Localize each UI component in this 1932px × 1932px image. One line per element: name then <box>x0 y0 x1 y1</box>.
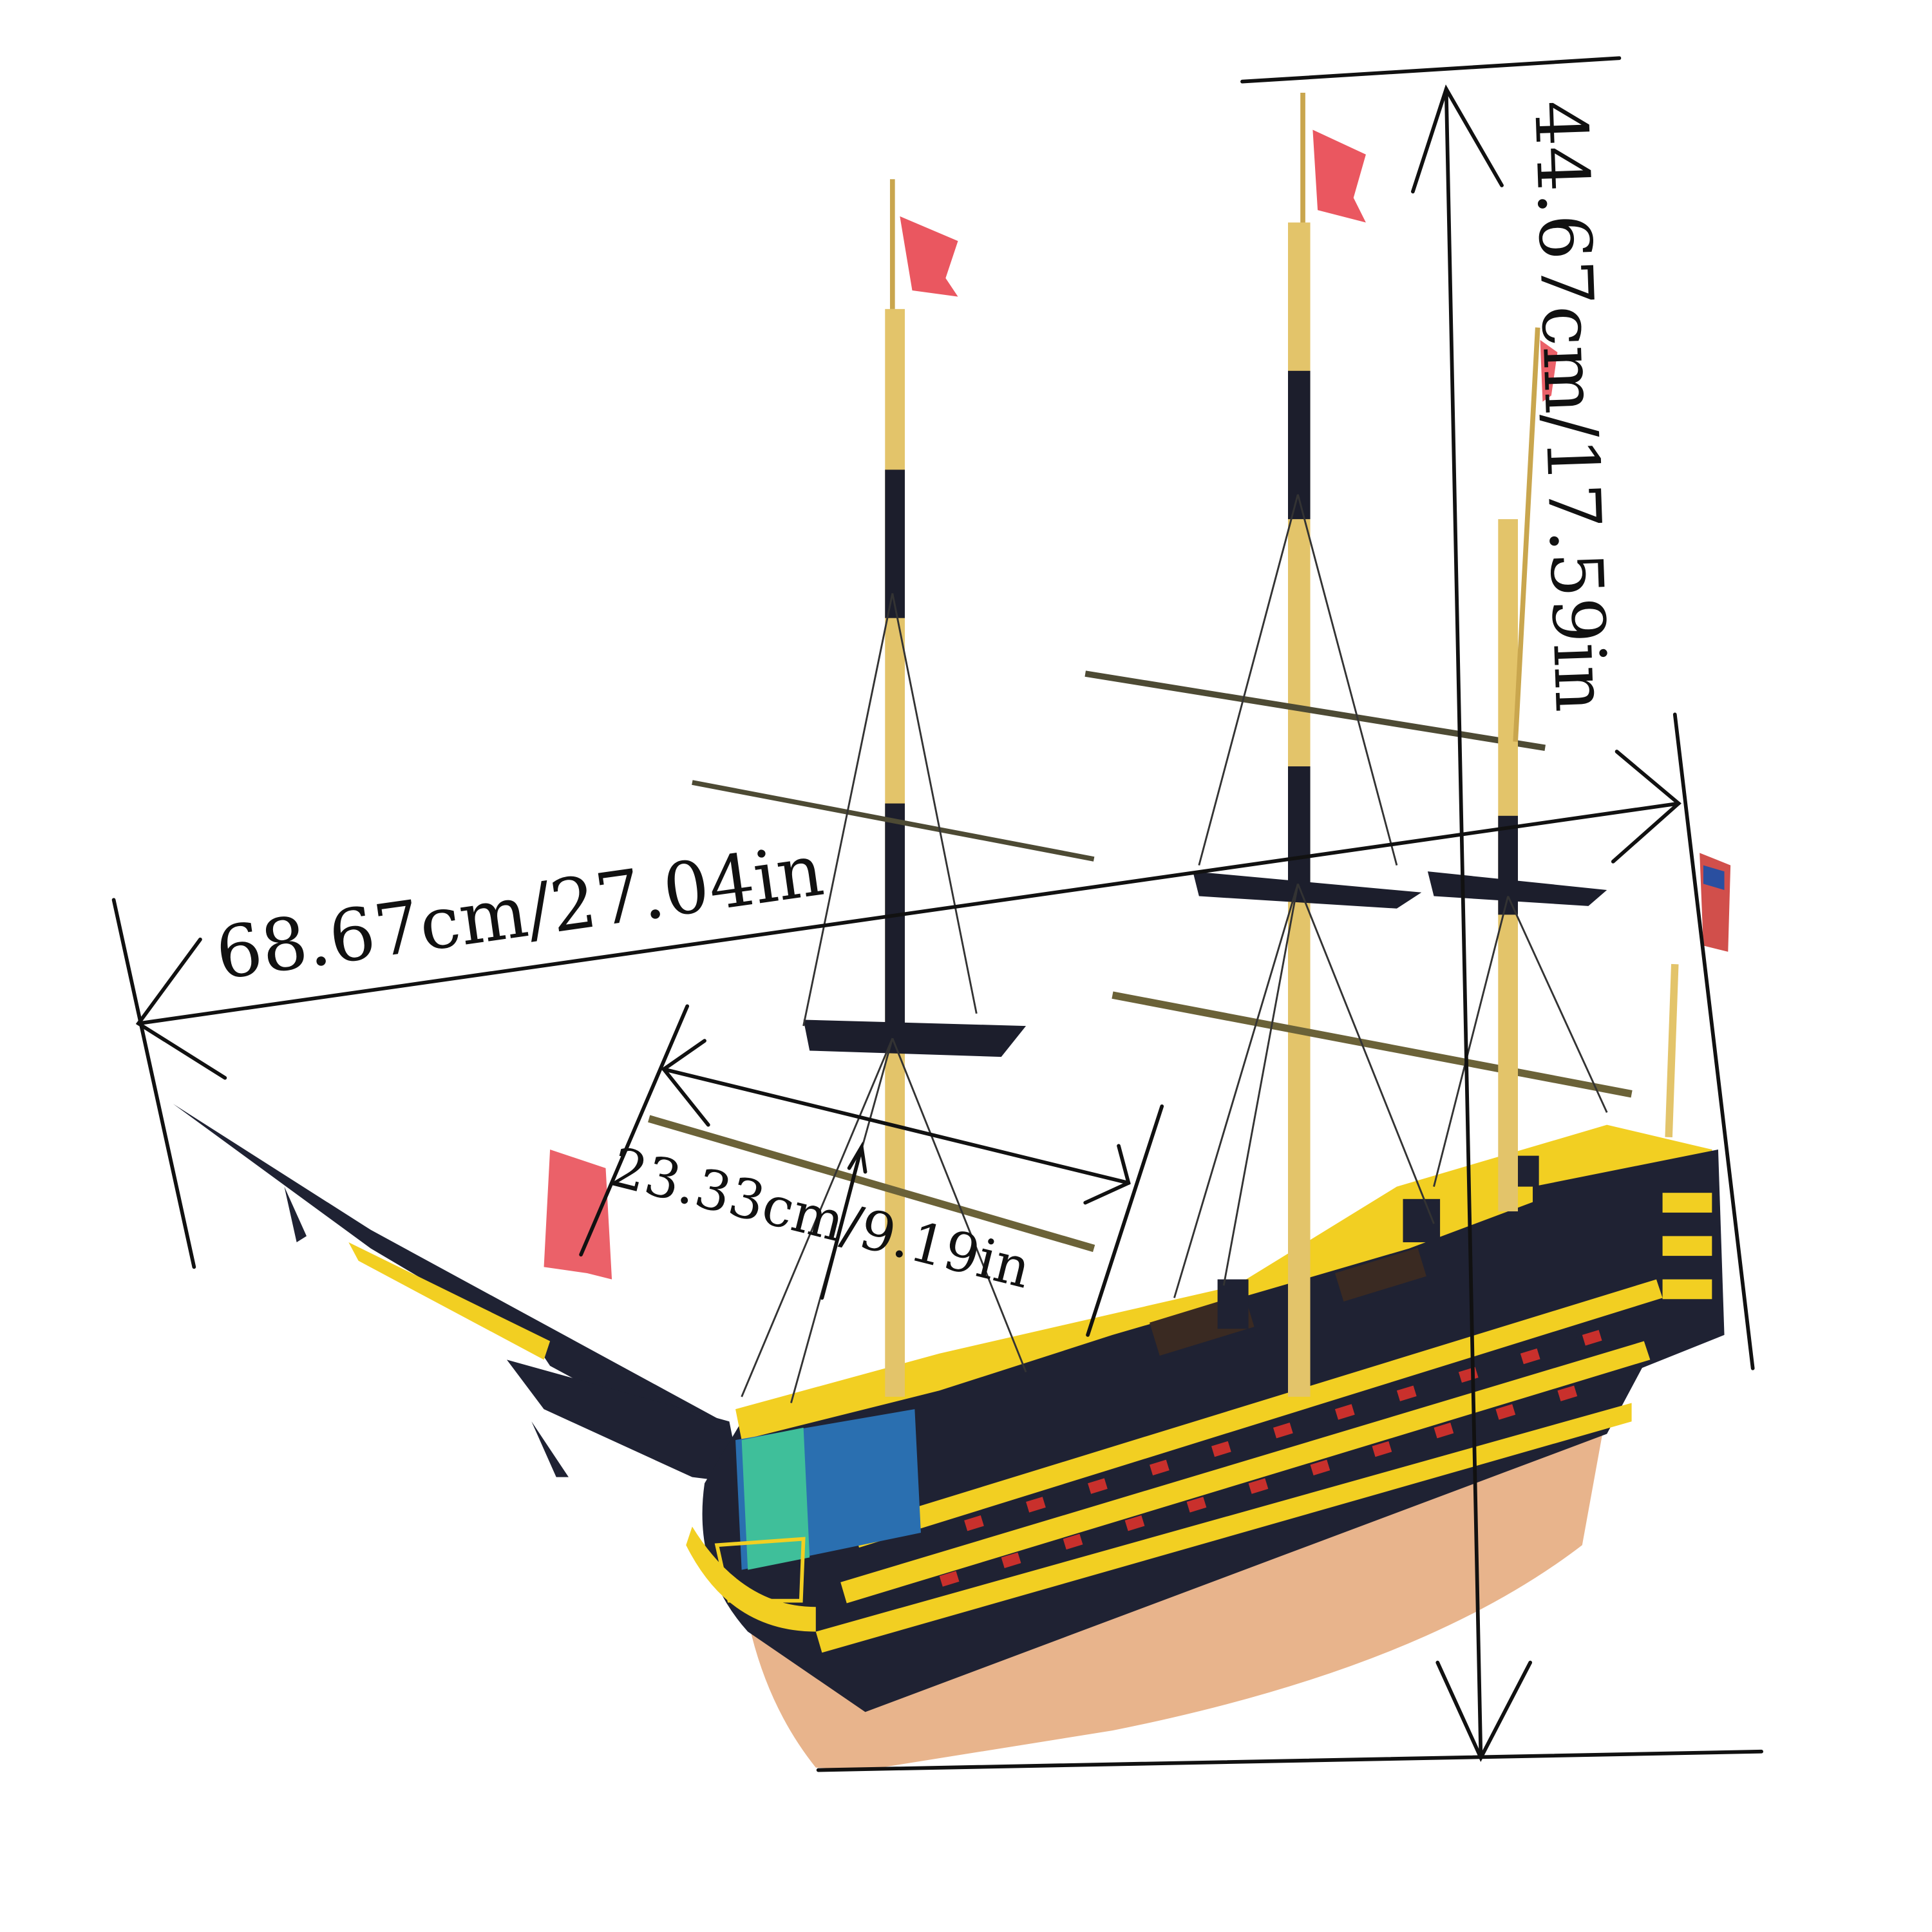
length-label: 68.67cm/27.04in <box>211 829 828 996</box>
gun-stripes <box>815 1279 1663 1653</box>
forecastle <box>686 1409 921 1632</box>
length-dimension-line <box>111 712 1755 1370</box>
stern-flagstaff <box>1665 963 1679 1138</box>
gunports-lower <box>939 1385 1578 1587</box>
width-label: 23.33cm/9.19in <box>605 1135 1037 1300</box>
deck-details <box>1150 1155 1539 1356</box>
mizzen-mast <box>1427 327 1607 1211</box>
width-dimension-line <box>579 1004 1164 1337</box>
bowsprit <box>173 1104 742 1484</box>
flags <box>544 129 1731 1280</box>
ship-model <box>173 92 1731 1770</box>
fore-mast-flag <box>900 216 958 297</box>
height-label: 44.67cm/17.59in <box>1518 99 1622 714</box>
main-mast-flag <box>1312 129 1366 223</box>
main-mast <box>1084 92 1633 1397</box>
dimension-annotations <box>111 56 1764 1772</box>
gunports-upper <box>964 1330 1602 1531</box>
fore-mast <box>648 179 1095 1397</box>
rigging <box>741 494 1608 1403</box>
bow-ensign-flag <box>544 1150 612 1280</box>
mizzen-mast-flag <box>1540 339 1558 402</box>
height-dimension-line <box>816 56 1764 1772</box>
